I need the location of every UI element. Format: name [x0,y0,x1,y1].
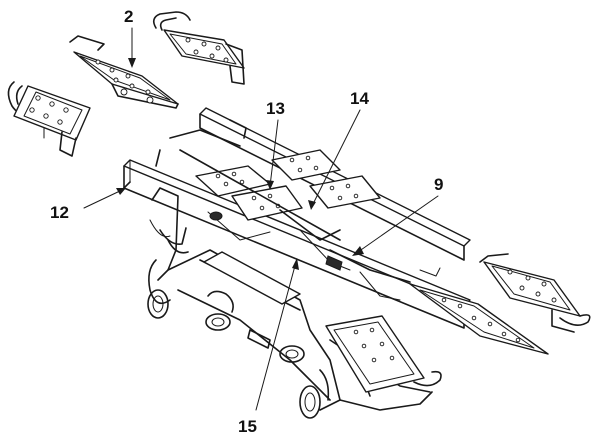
leader-15 [255,261,297,411]
callout-13: 13 [266,99,285,118]
arrow-13 [266,180,274,190]
leader-9 [357,195,439,253]
callout-14: 14 [350,89,369,108]
callout-2: 2 [124,7,133,26]
arrow-2 [128,58,136,68]
arrow-9 [352,246,364,256]
callout-12: 12 [50,203,69,222]
leader-13 [269,119,279,187]
foot-pedal-left [7,81,91,157]
leader-lines [83,27,439,411]
arrow-15 [292,258,299,270]
foot-pedal-top-right [152,11,245,85]
foot-pedal-part-2 [69,35,179,109]
foot-plate-front [325,315,442,393]
arrow-12 [116,188,126,195]
leg-plate-right [409,283,549,355]
leader-14 [311,109,361,207]
callout-15: 15 [238,417,257,436]
arrow-14 [308,200,316,210]
leader-12 [83,189,123,209]
callout-9: 9 [434,175,443,194]
foot-pedal-bottom-right [479,253,591,333]
seat-plates [155,119,441,301]
